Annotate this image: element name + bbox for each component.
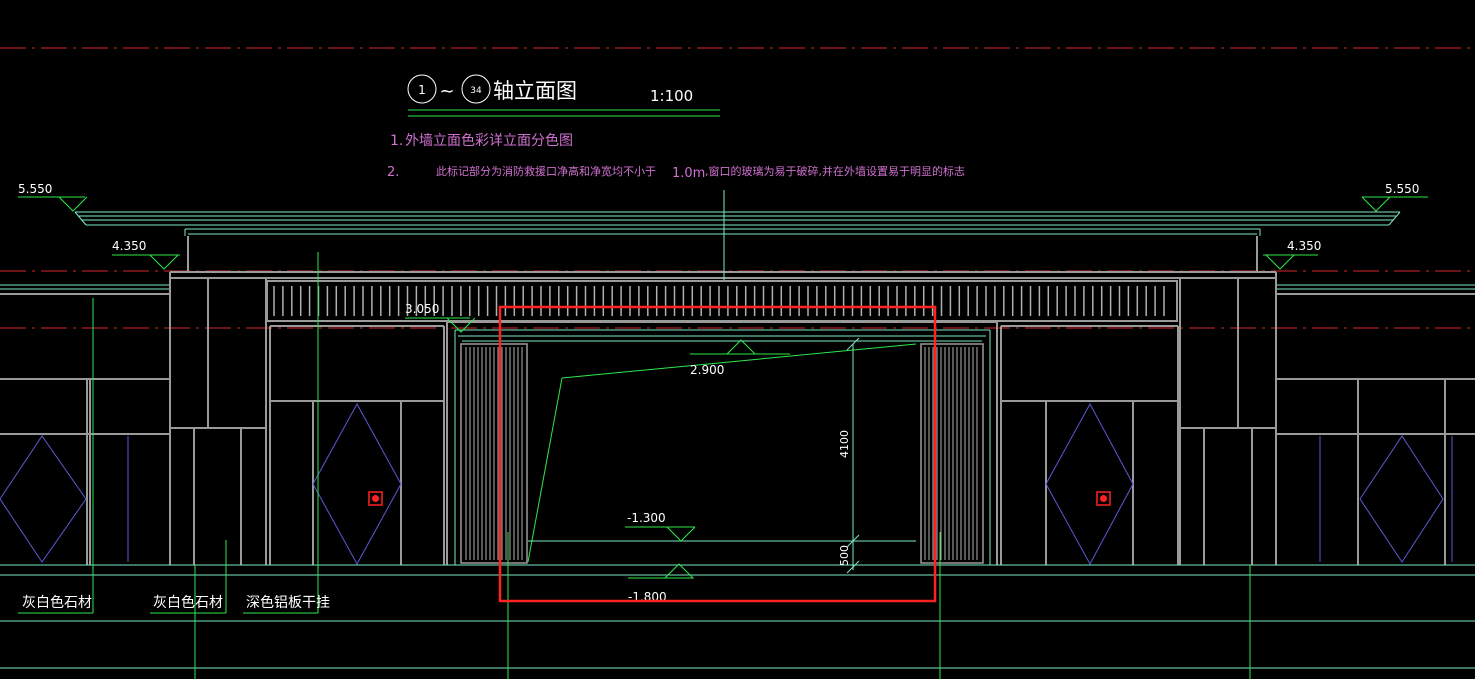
ground-lines <box>0 564 1475 669</box>
note-2-value: 1.0m <box>672 166 705 181</box>
level-label-opening-bottom: -1.300 <box>627 511 666 525</box>
level-markers <box>18 196 1428 579</box>
right-door-bay <box>1000 325 1179 566</box>
material-label-stone-1: 灰白色石材 <box>22 594 92 611</box>
roof-cornice <box>74 211 1401 236</box>
dimension-opening-height: 4100 <box>838 430 851 458</box>
central-opening <box>446 321 998 565</box>
title-block: 1 ~ 34 轴立面图 1:100 <box>407 74 720 117</box>
level-label-parapet-right: 4.350 <box>1287 239 1321 253</box>
left-door-bay <box>269 325 445 566</box>
louver-band <box>266 280 1178 322</box>
axis-separator: ~ <box>439 81 454 102</box>
drawing-scale: 1:100 <box>650 87 693 105</box>
axis-start-label: 1 <box>418 83 426 97</box>
level-label-parapet-left: 4.350 <box>112 239 146 253</box>
material-label-stone-2: 灰白色石材 <box>153 594 223 611</box>
note-2-text: 此标记部分为消防救援口净高和净宽均不小于 <box>436 164 656 178</box>
material-labels: 灰白色石材 灰白色石材 深色铝板干挂 <box>18 594 330 614</box>
fire-rescue-marker-right <box>1096 491 1111 506</box>
notes-block: 1. 外墙立面色彩详立面分色图 2. 此标记部分为消防救援口净高和净宽均不小于 … <box>387 132 965 181</box>
side-wing-eaves <box>0 284 1475 290</box>
note-1-num: 1. <box>390 133 403 149</box>
leader-lines <box>92 252 1251 679</box>
level-labels: 5.550 5.550 4.350 4.350 3.050 2.900 -1.3… <box>18 182 1419 604</box>
material-label-aluminum: 深色铝板干挂 <box>246 594 330 611</box>
rescue-opening-highlight <box>498 305 937 603</box>
level-label-roof-right: 5.550 <box>1385 182 1419 196</box>
level-label-roof-left: 5.550 <box>18 182 52 196</box>
level-label-canopy: 3.050 <box>405 302 439 316</box>
piers <box>169 272 1277 565</box>
note-1-text: 外墙立面色彩详立面分色图 <box>405 132 573 149</box>
dimension-sill-height: 500 <box>838 545 851 566</box>
level-label-opening-top: 2.900 <box>690 363 724 377</box>
drawing-title: 轴立面图 <box>493 79 577 103</box>
note-2-text2: ,窗口的玻璃为易于破碎,并在外墙设置易于明显的标志 <box>705 164 965 178</box>
left-wing <box>0 378 170 565</box>
fire-rescue-marker-left <box>368 491 383 506</box>
dimension-chain <box>846 337 860 574</box>
upper-facade <box>170 236 1276 279</box>
note-2-num: 2. <box>387 165 399 180</box>
axis-end-label: 34 <box>470 86 482 96</box>
right-wing <box>1276 378 1475 565</box>
